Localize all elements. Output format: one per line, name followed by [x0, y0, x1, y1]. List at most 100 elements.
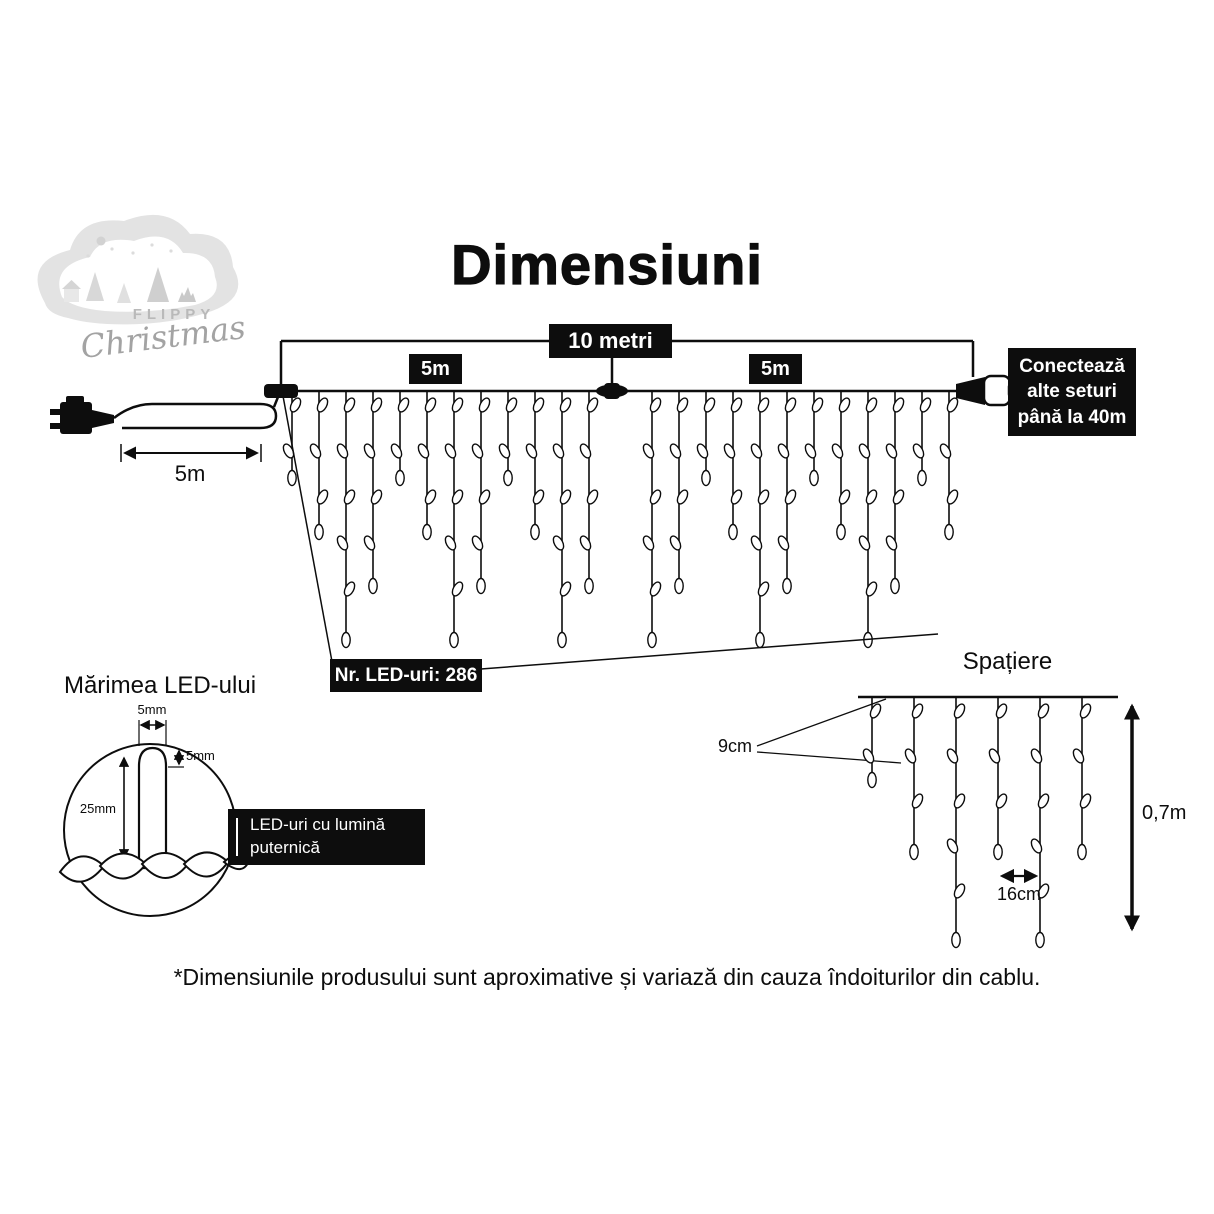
- led-drop: [858, 391, 878, 649]
- led-drop: [885, 391, 905, 595]
- led-bulb: [892, 489, 905, 505]
- led-drop: [498, 391, 518, 487]
- led-bulb: [939, 443, 952, 459]
- led-bulb: [370, 397, 383, 413]
- led-bulb: [865, 397, 878, 413]
- led-bulb: [755, 631, 765, 649]
- led-bulb: [584, 577, 594, 595]
- led-bulb: [701, 469, 711, 487]
- led-count-label: Nr. LED-uri: 286: [330, 659, 482, 692]
- led-drop: [471, 391, 491, 595]
- led-bulb: [552, 443, 565, 459]
- led-bulb: [782, 577, 792, 595]
- wire-mid-connector: [604, 383, 620, 399]
- led-bulb: [1079, 793, 1092, 809]
- led-bulb: [809, 469, 819, 487]
- plug-prong: [50, 423, 62, 429]
- led-bulb: [862, 748, 875, 764]
- led-bulb: [316, 397, 329, 413]
- led-bulb: [953, 793, 966, 809]
- led-bulb: [559, 489, 572, 505]
- led-bulb: [424, 397, 437, 413]
- led-size-title: Mărimea LED-ului: [63, 672, 257, 699]
- led-bulb: [750, 443, 763, 459]
- led-bulb: [757, 397, 770, 413]
- led-bulb: [1079, 703, 1092, 719]
- led-bulb: [552, 535, 565, 551]
- led-bulb: [1035, 931, 1045, 949]
- led-bulb: [946, 489, 959, 505]
- led-bulb: [946, 397, 959, 413]
- led-bulb: [559, 581, 572, 597]
- led-bulb: [343, 581, 356, 597]
- led-bulb: [1037, 703, 1050, 719]
- house-roof-icon: [62, 280, 81, 289]
- plug-top: [66, 396, 84, 404]
- led-bulb: [505, 397, 518, 413]
- led-bulb: [471, 535, 484, 551]
- led-bulb: [1037, 883, 1050, 899]
- led-bulb: [287, 469, 297, 487]
- led-bulb: [674, 577, 684, 595]
- led-bulb: [865, 581, 878, 597]
- led-bulb: [1037, 793, 1050, 809]
- segment-left-label: 5m: [409, 354, 462, 384]
- led-bulb: [343, 397, 356, 413]
- led-drop: [831, 391, 851, 541]
- led-bulb: [838, 397, 851, 413]
- led-drop: [336, 391, 356, 649]
- led-drop: [696, 391, 716, 487]
- lead-length-label: 5m: [174, 461, 206, 486]
- led-note-line: puternică: [250, 838, 320, 857]
- led-bulb: [586, 397, 599, 413]
- horizontal-gap-label: 16cm: [996, 884, 1041, 904]
- led-bulb: [730, 397, 743, 413]
- led-bulb: [532, 489, 545, 505]
- led-width-label: 5mm: [137, 702, 167, 717]
- height-label: 0,7m: [1142, 802, 1187, 824]
- logo-graphic: [37, 214, 239, 325]
- led-bulb: [444, 535, 457, 551]
- led-bulb: [904, 748, 917, 764]
- led-drop: [862, 697, 882, 789]
- led-bulb: [503, 469, 513, 487]
- led-bulb: [642, 443, 655, 459]
- led-bulb: [451, 489, 464, 505]
- led-bulb: [649, 397, 662, 413]
- led-bulb: [478, 489, 491, 505]
- page-title: Dimensiuni: [450, 232, 763, 296]
- deer-silhouette-icon: [178, 287, 196, 302]
- led-cap-height-label: 5mm: [186, 748, 215, 763]
- led-bulb: [869, 703, 882, 719]
- led-bulb: [1030, 838, 1043, 854]
- led-bulb: [586, 489, 599, 505]
- led-bulb: [476, 577, 486, 595]
- led-bulb: [579, 535, 592, 551]
- led-bulb: [449, 631, 459, 649]
- led-bulb: [451, 397, 464, 413]
- led-drop: [1030, 697, 1050, 949]
- led-bulb: [865, 489, 878, 505]
- led-bulb: [911, 793, 924, 809]
- wire-start-connector: [264, 384, 298, 398]
- spacing-diagram-lines: [756, 695, 1141, 932]
- moon-icon: [96, 236, 106, 246]
- power-lead: [50, 391, 282, 462]
- tree-icon: [117, 283, 131, 303]
- total-length-label: 10 metri: [549, 324, 672, 358]
- led-bulb: [867, 771, 877, 789]
- led-drop: [723, 391, 743, 541]
- connector-note-label: Conectează alte seturi până la 40m: [1008, 348, 1136, 436]
- led-bulb: [669, 535, 682, 551]
- plug-strain-relief: [92, 410, 114, 428]
- led-bulb: [314, 523, 324, 541]
- led-bulb: [804, 443, 817, 459]
- led-bulb: [363, 535, 376, 551]
- led-bulb: [784, 489, 797, 505]
- led-bulb: [417, 443, 430, 459]
- logo-brand-name: FLIPPY: [132, 306, 216, 323]
- led-bulb: [336, 535, 349, 551]
- led-drop: [525, 391, 545, 541]
- led-bulb: [676, 489, 689, 505]
- led-bulb: [422, 523, 432, 541]
